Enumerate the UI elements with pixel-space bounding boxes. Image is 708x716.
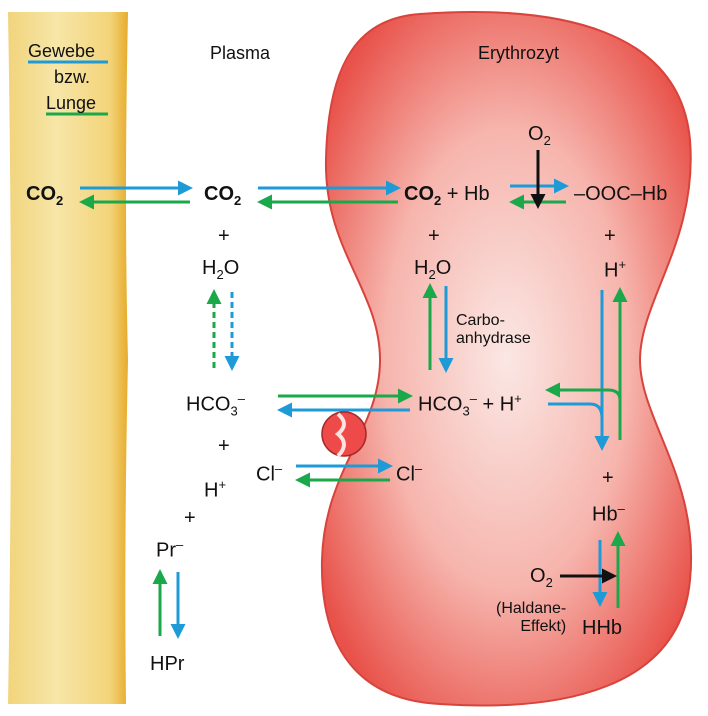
plasma-hco3: HCO3– [186, 391, 245, 419]
cell-cl: Cl– [396, 461, 423, 486]
plasma-plus-1: + [218, 225, 230, 247]
legend-bzw: bzw. [54, 67, 91, 87]
plasma-hpr: HPr [150, 653, 185, 675]
cell-carbamino-hb: –OOC–Hb [574, 183, 668, 205]
arrow-h-to-hco3-green [545, 382, 622, 401]
cell-plus-left: + [428, 225, 440, 247]
cell-h2o: H2O [414, 257, 452, 282]
header-erythrozyt: Erythrozyt [478, 43, 560, 63]
cell-o2-bottom: O2 [530, 565, 553, 590]
cell-plus-right: + [604, 225, 616, 247]
anion-exchanger [321, 411, 367, 458]
plasma-plus-2: + [218, 435, 230, 457]
arrow-hco3-to-h-blue [548, 402, 604, 419]
cell-carboanhydrase: Carbo-anhydrase [456, 312, 531, 348]
cell-hb-minus: Hb– [592, 501, 625, 526]
cell-haldane-effect: (Haldane-Effekt) [496, 600, 567, 636]
plasma-h2o: H2O [202, 257, 240, 282]
cell-h-right: H+ [604, 257, 627, 282]
erythrocyte-cell [320, 11, 693, 707]
cell-o2-top: O2 [528, 123, 551, 148]
cell-hhb: HHb [582, 617, 623, 639]
cell-co2-hb: CO2 + Hb [404, 183, 490, 208]
tissue-co2: CO2 [26, 183, 64, 208]
cell-hco3-h: HCO3– + H+ [418, 391, 522, 419]
plasma-h: H+ [204, 477, 227, 502]
plasma-co2: CO2 [204, 183, 242, 208]
tissue-band [8, 12, 128, 704]
plasma-pr: Pr– [156, 537, 184, 562]
header-plasma: Plasma [210, 43, 271, 63]
plasma-cl: Cl– [256, 461, 283, 486]
legend-lunge: Lunge [46, 93, 97, 113]
plasma-plus-3: + [184, 507, 196, 529]
cell-plus-lower: + [602, 467, 614, 489]
legend-gewebe: Gewebe [28, 41, 96, 61]
